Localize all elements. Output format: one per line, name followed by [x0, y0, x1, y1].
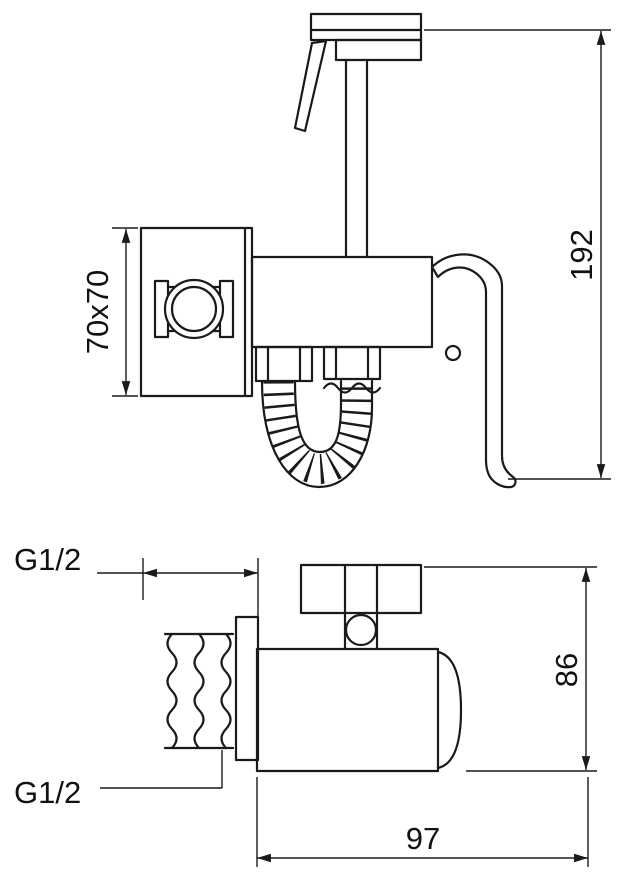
- hose-nut-left: [254, 345, 314, 383]
- dim-depth: 86: [424, 566, 597, 772]
- dim-width: 97: [256, 777, 589, 867]
- dim-label-thread-bottom: G1/2: [14, 775, 81, 810]
- plan-view: [163, 563, 463, 773]
- holder-bar: [299, 563, 423, 615]
- sprayer-head-top: [309, 12, 423, 42]
- wall-plate: [139, 226, 254, 398]
- hose-nut-right: [322, 345, 382, 381]
- dim-label-depth: 86: [549, 653, 584, 687]
- dim-thread-top: G1/2: [14, 542, 259, 616]
- hose-outer-edge: [260, 379, 374, 489]
- dim-label-thread-top: G1/2: [14, 542, 81, 577]
- holder-top-view: [299, 563, 423, 651]
- hose-inner-edge: [293, 379, 343, 454]
- dim-label-plate-size: 70x70: [80, 270, 115, 354]
- holder-bracket-outline: [430, 253, 517, 489]
- stem-circle: [344, 613, 378, 647]
- holder-bracket: [430, 253, 517, 489]
- dim-label-width: 97: [406, 821, 440, 856]
- wall-plate-edge: [234, 615, 260, 762]
- dim-label-overall-height: 192: [564, 229, 599, 281]
- wall-plate-outline: [139, 226, 254, 398]
- dim-overall-height: 192: [424, 29, 611, 480]
- inlet-thread: [163, 632, 235, 750]
- inlet-outer-circle: [163, 278, 225, 340]
- sprayer-stem: [344, 58, 369, 259]
- valve-body-top-view: [255, 647, 463, 773]
- bracket-screw-circle: [444, 344, 462, 362]
- dim-plate-size: 70x70: [80, 227, 138, 397]
- sprayer-head-body: [334, 38, 423, 62]
- valve-body: [250, 255, 434, 349]
- sprayer-head: [293, 12, 423, 133]
- label-thread-bottom: G1/2: [14, 750, 223, 810]
- trigger-lever: [293, 39, 328, 133]
- thread-wave-right: [220, 632, 232, 750]
- thread-wave-left: [166, 632, 178, 750]
- body-outline: [255, 647, 440, 773]
- thread-wave-mid: [193, 632, 205, 750]
- hose-corrugation: [263, 380, 372, 484]
- body-end-cap: [436, 650, 463, 770]
- hose-connections: [254, 345, 382, 394]
- shower-hose-loop: [260, 379, 374, 489]
- inlet-inner-circle: [170, 285, 218, 333]
- side-view: [139, 12, 517, 489]
